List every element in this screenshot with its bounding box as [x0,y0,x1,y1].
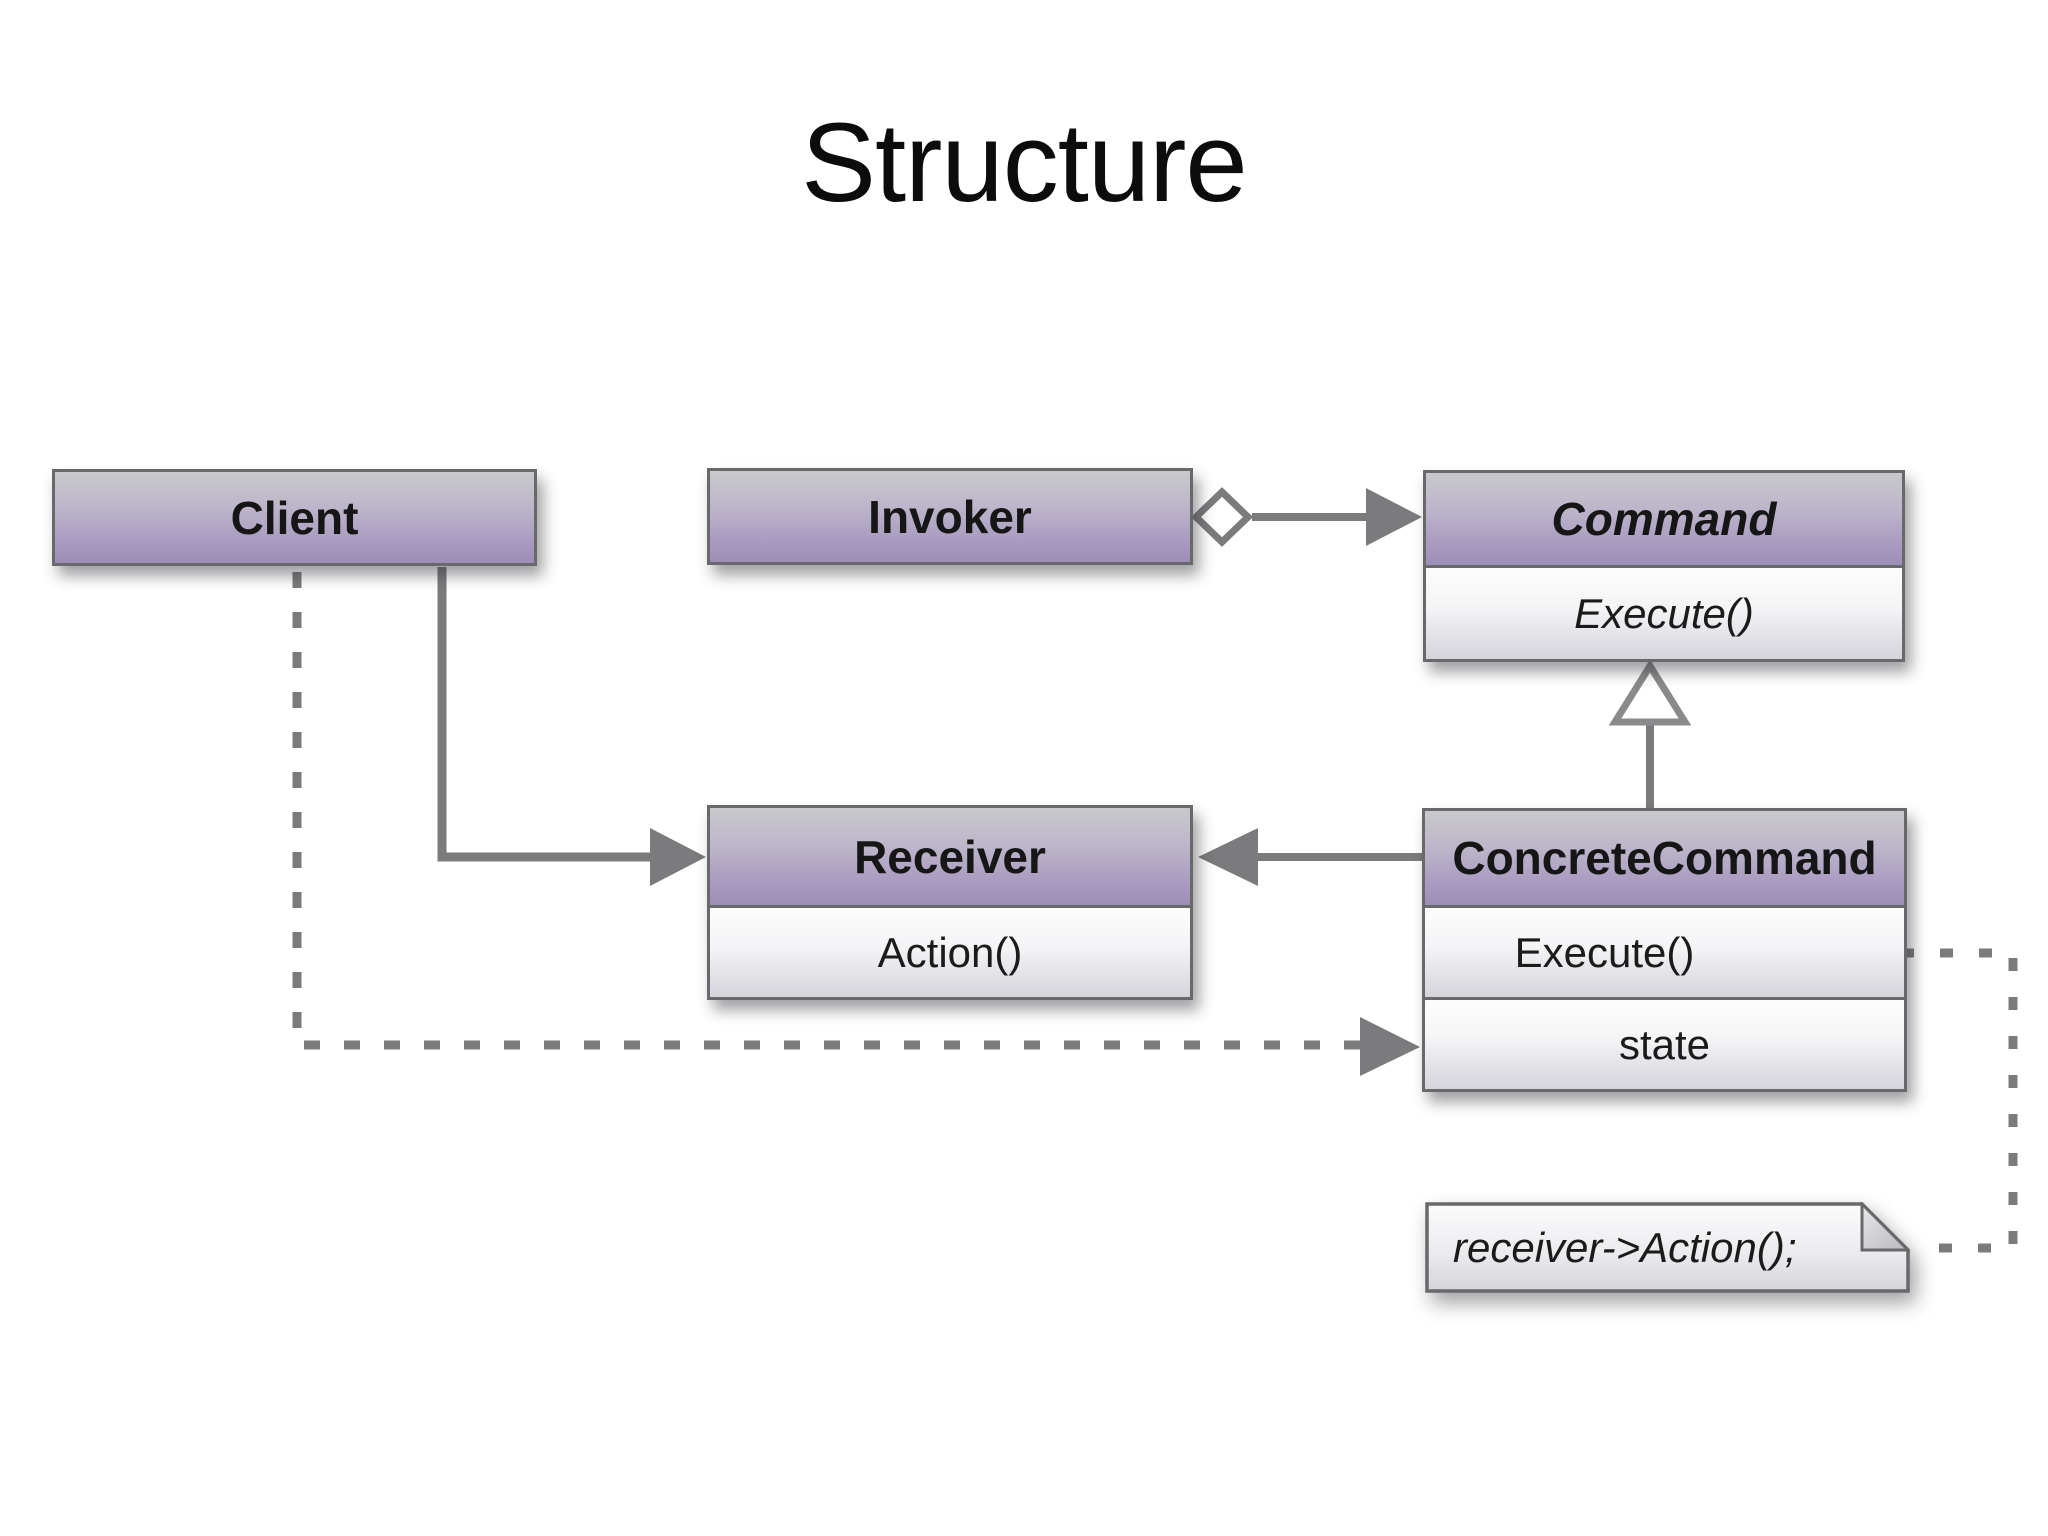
aggregation-connector-invoker-command [1190,487,1422,547]
inheritance-triangle-icon [1608,659,1692,726]
class-box-concretecommand: ConcreteCommand Execute() state [1422,808,1907,1092]
arrowhead-icon [650,828,706,886]
note-code: receiver->Action(); [1453,1223,1797,1271]
aggregation-diamond-icon [1190,487,1254,547]
class-method-receiver-action: Action() [710,905,1190,997]
class-attribute-concretecommand-state: state [1425,997,1904,1089]
class-box-command: Command Execute() [1423,470,1905,662]
note-fold-icon [1860,1202,1910,1252]
class-method-concretecommand-execute: Execute() [1425,905,1904,997]
arrowhead-icon [1198,828,1258,886]
arrowhead-icon [1366,488,1422,546]
class-method-command-execute: Execute() [1426,565,1902,659]
class-name-client: Client [55,472,534,563]
association-connector-client-receiver [437,567,706,886]
inheritance-connector-concretecommand-command [1608,659,1692,808]
class-box-invoker: Invoker [707,468,1193,565]
arrowhead-icon [1360,1017,1420,1076]
class-box-receiver: Receiver Action() [707,805,1193,1000]
uml-note: receiver->Action(); [1425,1202,1910,1293]
class-name-receiver: Receiver [710,808,1190,905]
note-shape [1425,1202,1910,1293]
class-name-invoker: Invoker [710,471,1190,562]
dependency-connector-client-concretecommand [292,572,1420,1076]
association-connector-concretecommand-receiver [1198,828,1422,886]
slide-title: Structure [801,100,1247,225]
class-name-command: Command [1426,473,1902,565]
class-name-concretecommand: ConcreteCommand [1425,811,1904,905]
class-box-client: Client [52,469,537,566]
